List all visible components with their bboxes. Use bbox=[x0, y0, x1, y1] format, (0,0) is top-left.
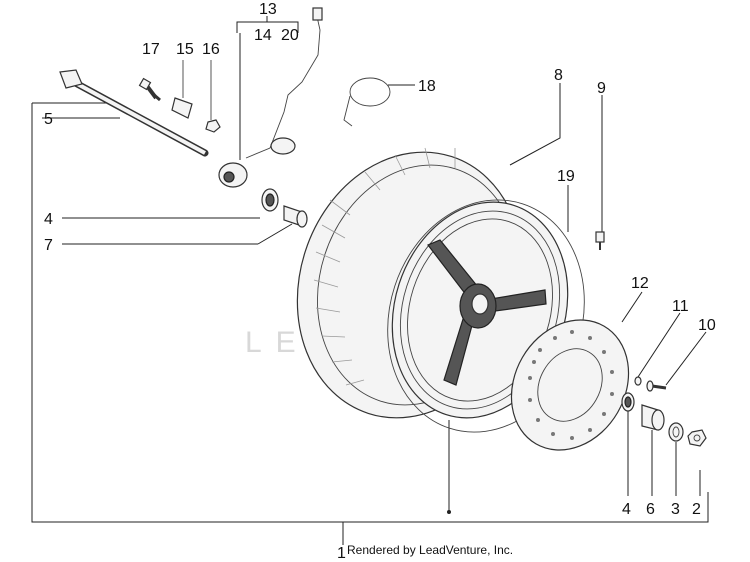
bearing-right bbox=[621, 392, 635, 412]
washer-11 bbox=[634, 376, 642, 386]
label-7: 7 bbox=[44, 237, 53, 254]
label-1: 1 bbox=[337, 545, 346, 562]
bearing-left bbox=[261, 188, 279, 212]
label-11: 11 bbox=[672, 298, 689, 315]
leader-lines bbox=[31, 16, 709, 545]
disc-bolt-10 bbox=[646, 380, 667, 392]
callout-labels: 1 2 3 4 4 5 6 7 8 9 10 11 12 13 14 15 16… bbox=[44, 1, 716, 562]
seal-3 bbox=[668, 422, 684, 442]
label-8: 8 bbox=[554, 67, 563, 84]
label-20: 20 bbox=[281, 27, 299, 44]
label-6: 6 bbox=[646, 501, 655, 518]
label-13: 13 bbox=[259, 1, 277, 18]
label-3: 3 bbox=[671, 501, 680, 518]
label-9: 9 bbox=[597, 80, 606, 97]
axle-shaft bbox=[59, 69, 209, 157]
label-16: 16 bbox=[202, 41, 220, 58]
valve-9 bbox=[595, 231, 605, 250]
speedo-cable bbox=[218, 7, 323, 188]
label-10: 10 bbox=[698, 317, 716, 334]
spacer-6 bbox=[641, 404, 665, 431]
label-4-right: 4 bbox=[622, 501, 631, 518]
wire-clip-18 bbox=[343, 77, 391, 127]
label-19: 19 bbox=[557, 168, 575, 185]
label-5: 5 bbox=[44, 111, 53, 128]
bracket-15 bbox=[171, 60, 193, 119]
nut-16 bbox=[205, 60, 221, 133]
bolt-17 bbox=[138, 77, 161, 102]
label-2: 2 bbox=[692, 501, 701, 518]
label-4-left: 4 bbox=[44, 211, 53, 228]
spacer-7 bbox=[283, 205, 308, 228]
axle-nut-2 bbox=[687, 429, 707, 447]
label-14: 14 bbox=[254, 27, 272, 44]
credit-text: Rendered by LeadVenture, Inc. bbox=[347, 543, 513, 557]
label-18: 18 bbox=[418, 78, 436, 95]
brake-disc bbox=[510, 319, 630, 451]
label-15: 15 bbox=[176, 41, 194, 58]
label-17: 17 bbox=[142, 41, 160, 58]
label-12: 12 bbox=[631, 275, 649, 292]
